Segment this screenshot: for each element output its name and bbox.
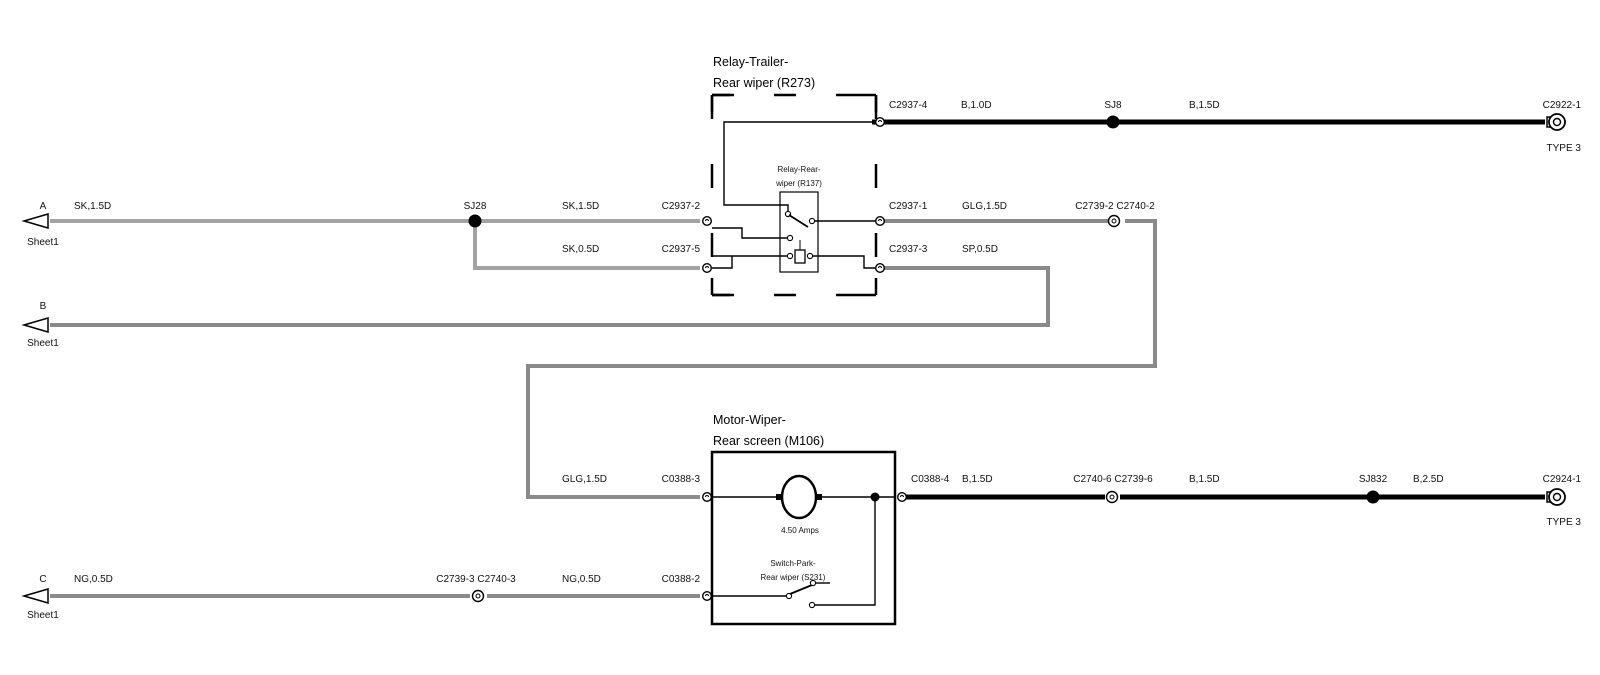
connectors bbox=[471, 116, 1121, 603]
splice-sj28 bbox=[468, 214, 482, 228]
motor-amps: 4.50 Amps bbox=[781, 526, 819, 535]
wire-label-glg15d-top: GLG,1.5D bbox=[962, 201, 1007, 212]
label-c2739-3-c2740-3: C2739-3 C2740-3 bbox=[436, 574, 516, 585]
label-sj8: SJ8 bbox=[1104, 100, 1122, 111]
label-sj832: SJ832 bbox=[1359, 474, 1388, 485]
label-c2937-1: C2937-1 bbox=[889, 201, 928, 212]
wire-label-b15d-m2: B,1.5D bbox=[1189, 474, 1220, 485]
splice-sj8 bbox=[1106, 115, 1120, 129]
wire-label-b15d-top: B,1.5D bbox=[1189, 100, 1220, 111]
wire-label-b15d-m1: B,1.5D bbox=[962, 474, 993, 485]
wire-sp bbox=[50, 266, 1050, 327]
park-switch-label-2: Rear wiper (S231) bbox=[761, 573, 826, 582]
wire-label-ng05d-b: NG,0.5D bbox=[562, 574, 601, 585]
wires bbox=[50, 119, 1545, 598]
label-sj28: SJ28 bbox=[464, 201, 487, 212]
wire-sk-branch bbox=[473, 221, 700, 270]
label-c2937-3: C2937-3 bbox=[889, 244, 928, 255]
connector-c2740-6-c2739-6 bbox=[1105, 490, 1119, 504]
relay-trailer-title-1: Relay-Trailer- bbox=[713, 55, 788, 69]
motor-wiper-box bbox=[710, 450, 897, 626]
connector-c2937-1 bbox=[874, 215, 886, 227]
terminal-c2924-label: C2924-1 bbox=[1543, 474, 1582, 485]
wire-label-b25d: B,2.5D bbox=[1413, 474, 1444, 485]
label-c0388-3: C0388-3 bbox=[662, 474, 701, 485]
connector-c2937-5 bbox=[701, 262, 713, 274]
offpage-c-letter: C bbox=[39, 574, 46, 585]
connector-c2937-2 bbox=[701, 215, 713, 227]
relay-trailer-box bbox=[710, 93, 878, 297]
offpage-a-letter: A bbox=[40, 201, 47, 212]
relay-rear-wiper bbox=[712, 121, 878, 273]
terminal-c2924-1 bbox=[1546, 488, 1566, 506]
offpage-arrow-a bbox=[21, 213, 49, 229]
wire-label-b10d: B,1.0D bbox=[961, 100, 992, 111]
offpage-a-sheet: Sheet1 bbox=[27, 237, 59, 248]
offpage-c-sheet: Sheet1 bbox=[27, 610, 59, 621]
terminal-c2922-1 bbox=[1546, 113, 1566, 131]
wire-label-glg15d-bottom: GLG,1.5D bbox=[562, 474, 607, 485]
park-switch-label-1: Switch-Park- bbox=[770, 559, 816, 568]
label-c2937-5: C2937-5 bbox=[662, 244, 701, 255]
terminal-c2924-type: TYPE 3 bbox=[1547, 517, 1582, 528]
connector-c0388-3 bbox=[701, 491, 713, 503]
connector-c0388-4 bbox=[896, 491, 908, 503]
offpage-arrow-c bbox=[21, 588, 49, 604]
connector-c2937-3 bbox=[874, 262, 886, 274]
connector-c2739-3-c2740-3 bbox=[471, 589, 485, 603]
terminal-c2922-type: TYPE 3 bbox=[1547, 143, 1582, 154]
relay-rear-label-1: Relay-Rear- bbox=[777, 165, 820, 174]
motor-title-2: Rear screen (M106) bbox=[713, 434, 824, 448]
connector-c2739-2-c2740-2 bbox=[1107, 214, 1121, 228]
wire-label-sp05d: SP,0.5D bbox=[962, 244, 998, 255]
label-c2739-2-c2740-2: C2739-2 C2740-2 bbox=[1075, 201, 1155, 212]
wire-label-sk15d-a: SK,1.5D bbox=[74, 201, 111, 212]
labels: Relay-Trailer- Rear wiper (R273) Motor-W… bbox=[27, 55, 1581, 621]
label-c2937-2: C2937-2 bbox=[662, 201, 701, 212]
motor-title-1: Motor-Wiper- bbox=[713, 413, 786, 427]
connector-c2937-4 bbox=[874, 116, 886, 128]
relay-rear-label-2: wiper (R137) bbox=[775, 179, 822, 188]
label-c0388-2: C0388-2 bbox=[662, 574, 701, 585]
label-c0388-4: C0388-4 bbox=[911, 474, 950, 485]
label-c2937-4: C2937-4 bbox=[889, 100, 928, 111]
relay-trailer-title-2: Rear wiper (R273) bbox=[713, 76, 815, 90]
label-c2740-6-c2739-6: C2740-6 C2739-6 bbox=[1073, 474, 1153, 485]
wire-label-sk15d-b: SK,1.5D bbox=[562, 201, 599, 212]
terminal-c2922-label: C2922-1 bbox=[1543, 100, 1582, 111]
wire-label-ng05d-a: NG,0.5D bbox=[74, 574, 113, 585]
wire-glg-route bbox=[526, 219, 1157, 499]
offpage-b-sheet: Sheet1 bbox=[27, 338, 59, 349]
splice-sj832 bbox=[1366, 490, 1380, 504]
offpage-arrow-b bbox=[21, 317, 49, 333]
wire-label-sk05d: SK,0.5D bbox=[562, 244, 599, 255]
connector-c0388-2 bbox=[701, 590, 713, 602]
offpage-b-letter: B bbox=[40, 301, 47, 312]
